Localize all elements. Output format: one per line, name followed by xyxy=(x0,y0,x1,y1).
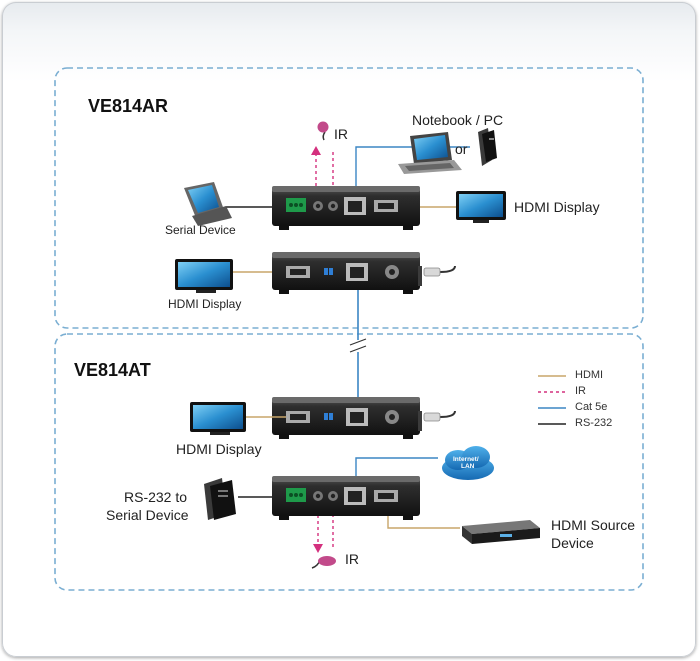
transmitter-model-title: VE814AT xyxy=(74,360,151,380)
or-label: or xyxy=(455,141,468,157)
legend-label-hdmi: HDMI xyxy=(575,369,604,381)
ir-emitter-icon xyxy=(311,556,336,569)
serial-device-tower-icon xyxy=(204,478,236,520)
transmitter-section-box xyxy=(54,333,644,591)
legend-label-ir: IR xyxy=(575,385,586,397)
legend xyxy=(538,375,566,425)
hdmi-display-icon-transmitter xyxy=(190,402,246,435)
hdmi-source-device-icon xyxy=(462,520,540,544)
hdmi-display-label-receiver-right: HDMI Display xyxy=(514,199,600,215)
hdmi-display-icon-receiver-right xyxy=(456,191,506,223)
notebook-label: Notebook / PC xyxy=(412,112,504,128)
ir-label-receiver: IR xyxy=(334,126,348,142)
receiver-section-box xyxy=(54,67,644,329)
legend-label-rs232: RS-232 xyxy=(575,417,613,429)
receiver-unit-front xyxy=(272,186,420,230)
cable-break-mark xyxy=(349,338,367,353)
hdmi-display-label-receiver-left: HDMI Display xyxy=(168,297,242,311)
hdmi-display-icon-receiver-left xyxy=(175,259,233,293)
pc-tower-icon xyxy=(478,128,497,166)
transmitter-unit-front xyxy=(272,476,420,520)
hdmi-source-label-line1: HDMI Source xyxy=(551,517,636,533)
ir-label-transmitter: IR xyxy=(345,551,359,567)
transmitter-unit-back xyxy=(272,397,422,439)
notebook-icon xyxy=(398,132,462,174)
serial-device-label: Serial Device xyxy=(165,223,236,237)
hdmi-display-label-transmitter: HDMI Display xyxy=(176,441,262,457)
power-adapter-transmitter xyxy=(423,410,456,422)
receiver-model-title: VE814AR xyxy=(88,96,169,116)
hdmi-source-label-line2: Device xyxy=(551,535,594,551)
rs232-label-line1: RS-232 to xyxy=(124,489,188,505)
rs232-label-line2: Serial Device xyxy=(106,507,189,523)
legend-label-cat5e: Cat 5e xyxy=(575,401,608,413)
power-adapter-receiver xyxy=(423,265,456,277)
internet-cloud-icon xyxy=(442,446,494,480)
ir-sensor-icon xyxy=(317,121,329,141)
receiver-unit-back xyxy=(272,252,422,294)
internet-label-line1: Internet/ xyxy=(453,456,479,463)
internet-label-line2: LAN xyxy=(461,463,475,470)
serial-device-icon xyxy=(184,182,232,226)
